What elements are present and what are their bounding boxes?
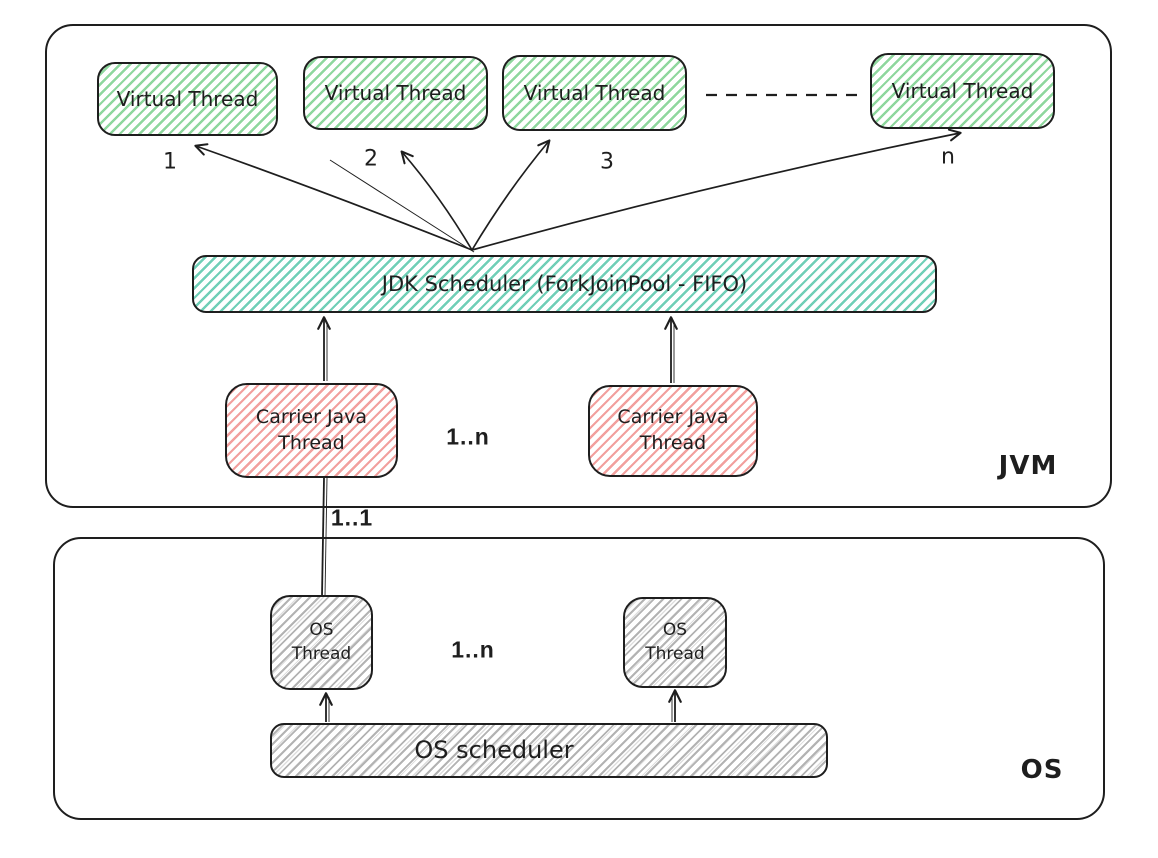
jdk-scheduler-label: JDK Scheduler (ForkJoinPool - FIFO) [381, 272, 748, 296]
carrier-multiplicity-label: 1..n [446, 423, 490, 450]
jvm-label: JVM [998, 451, 1058, 481]
virtual-thread-box-2: Virtual Thread [303, 56, 488, 130]
virtual-thread-index-2: 2 [364, 146, 378, 172]
carrier-thread-label: Carrier Java Thread [255, 405, 368, 454]
os-scheduler-bar [270, 723, 828, 778]
os-thread-label: OS Thread [291, 619, 352, 664]
os-thread-box-2: OS Thread [623, 597, 727, 688]
virtual-thread-index-n: n [941, 144, 955, 170]
virtual-thread-box-3: Virtual Thread [502, 55, 687, 131]
os-scheduler-label: OS scheduler [414, 736, 574, 764]
carrier-os-multiplicity-label: 1..1 [330, 504, 374, 531]
os-thread-multiplicity-label: 1..n [451, 636, 495, 663]
carrier-thread-box-1: Carrier Java Thread [225, 383, 398, 478]
carrier-thread-label: Carrier Java Thread [617, 406, 729, 454]
virtual-thread-index-3: 3 [600, 149, 614, 175]
jdk-scheduler-bar: JDK Scheduler (ForkJoinPool - FIFO) [192, 255, 937, 313]
os-container [53, 537, 1105, 820]
virtual-thread-label: Virtual Thread [116, 87, 259, 111]
virtual-thread-index-1: 1 [163, 149, 177, 175]
os-thread-label: OS Thread [645, 619, 705, 664]
virtual-thread-label: Virtual Thread [891, 79, 1034, 103]
os-label: OS [1020, 755, 1064, 785]
carrier-thread-box-2: Carrier Java Thread [588, 385, 758, 477]
virtual-thread-box-n: Virtual Thread [870, 53, 1055, 129]
virtual-thread-label: Virtual Thread [324, 81, 467, 105]
os-thread-box-1: OS Thread [270, 595, 373, 690]
jvm-container [45, 24, 1112, 508]
virtual-thread-label: Virtual Thread [523, 81, 666, 105]
virtual-thread-box-1: Virtual Thread [97, 62, 278, 136]
